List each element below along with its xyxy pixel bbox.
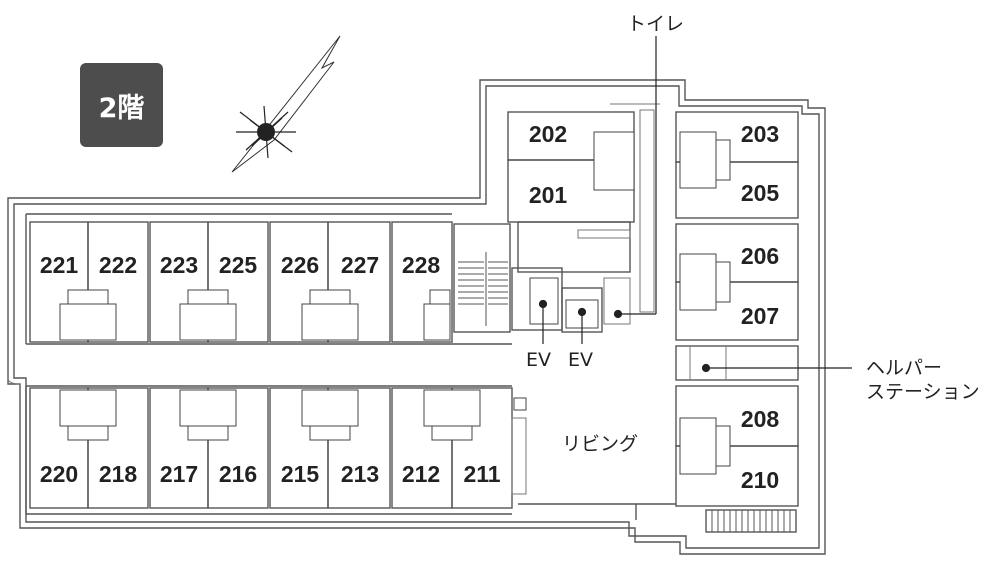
room-225: 225 [219, 252, 258, 278]
room-203: 203 [741, 121, 779, 147]
room-212: 212 [402, 461, 440, 487]
ev1-label: EV [526, 349, 551, 371]
room-226: 226 [281, 252, 319, 278]
stairs-right [705, 509, 797, 533]
rooms-top-left [29, 221, 453, 343]
floor-badge: 2階 [80, 63, 163, 147]
room-228: 228 [402, 252, 441, 278]
room-217: 217 [160, 461, 198, 487]
room-211: 211 [463, 461, 500, 487]
rooms-bottom-left [29, 387, 527, 509]
room-207: 207 [741, 303, 779, 329]
room-215: 215 [281, 461, 320, 487]
helper-station-label-line1: ヘルパー [866, 357, 942, 379]
ev2-label: EV [568, 349, 593, 371]
helper-station-label-line2: ステーション [866, 381, 980, 403]
room-202: 202 [529, 121, 567, 147]
room-201: 201 [529, 182, 568, 208]
room-213: 213 [341, 461, 379, 487]
stairs [453, 223, 511, 333]
room-223: 223 [160, 252, 198, 278]
leader-lines [538, 36, 852, 373]
north-compass-icon [231, 35, 341, 173]
living-label: リビング [562, 433, 638, 455]
room-216: 216 [219, 461, 257, 487]
room-227: 227 [341, 252, 379, 278]
toilet-label: トイレ [627, 13, 684, 35]
room-221: 221 [40, 252, 79, 278]
rooms-right [675, 111, 799, 507]
living-area [518, 503, 676, 520]
room-218: 218 [99, 461, 138, 487]
room-208: 208 [741, 406, 780, 432]
room-210: 210 [741, 467, 779, 493]
corridor-walls [25, 213, 512, 515]
room-222: 222 [99, 252, 137, 278]
room-220: 220 [40, 461, 78, 487]
room-206: 206 [741, 243, 779, 269]
room-205: 205 [741, 180, 780, 206]
